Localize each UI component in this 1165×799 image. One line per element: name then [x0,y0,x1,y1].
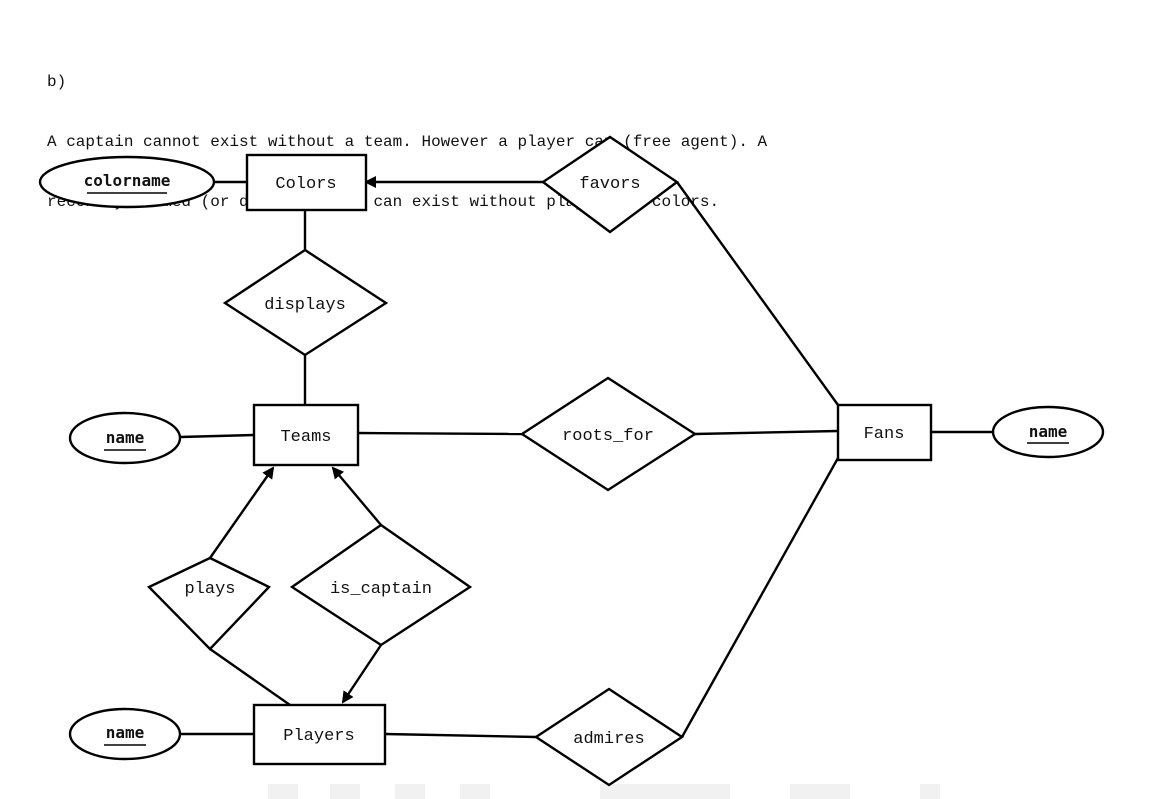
relationship-admires-label: admires [573,730,644,749]
edge-iscaptain-players [341,644,382,704]
edge-plays-players [209,648,291,706]
relationship-admires [533,687,685,787]
note-label: b) [47,73,67,91]
attribute-player-name-label: name [106,723,145,742]
attribute-fan-name-label: name [1029,422,1068,441]
attribute-fan-name [991,405,1105,459]
relationship-is-captain [289,523,473,647]
edge-teams-rootsfor [357,431,523,436]
relationship-favors-label: favors [579,175,640,194]
entity-colors-label: Colors [275,175,336,194]
relationship-favors [540,135,680,234]
edge-teamname-teams [179,433,255,439]
entity-teams [252,403,360,467]
relationship-is-captain-label: is_captain [330,580,432,599]
edge-rootsfor-fans [694,429,839,436]
relationship-displays-label: displays [264,296,346,315]
entity-players [252,703,387,766]
entity-teams-label: Teams [280,428,331,447]
attribute-player-name [68,707,182,761]
edge-players-admires [384,732,537,739]
relationship-displays [222,248,389,357]
entity-colors [245,153,368,212]
attribute-team-name [68,411,182,465]
attribute-colorname [38,155,216,209]
attribute-colorname-label: colorname [84,171,171,190]
relationship-roots-for [519,376,698,492]
entity-fans-label: Fans [864,425,905,444]
edge-admires-fans [680,457,840,738]
attribute-team-name-label: name [106,428,145,447]
note-line-1: A captain cannot exist without a team. H… [47,133,768,151]
entity-fans [836,403,933,462]
watermark [268,784,940,799]
edge-iscaptain-teams [331,466,382,526]
relationship-roots-for-label: roots_for [562,427,654,446]
entity-players-label: Players [283,727,354,746]
edge-favors-fans [676,181,839,406]
relationship-plays [146,556,271,651]
edge-plays-teams [209,466,275,559]
relationship-plays-label: plays [184,580,235,599]
